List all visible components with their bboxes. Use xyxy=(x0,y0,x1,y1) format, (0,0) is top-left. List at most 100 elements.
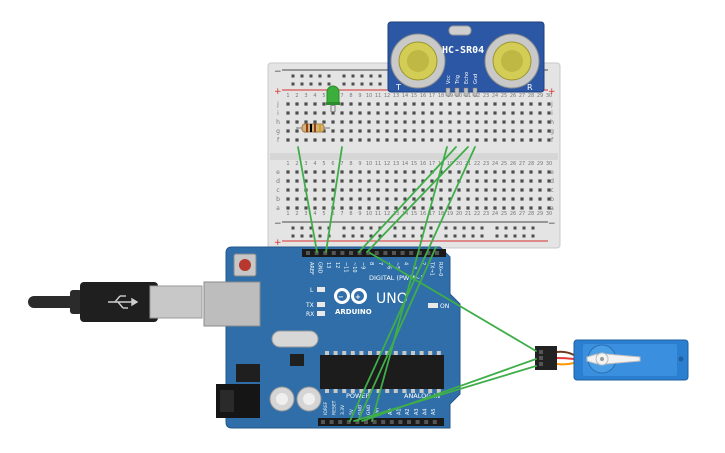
breadboard-hole xyxy=(394,138,398,142)
column-number: 25 xyxy=(501,93,507,99)
breadboard-hole xyxy=(376,188,380,192)
row-letter: g xyxy=(550,128,554,135)
breadboard-hole xyxy=(349,138,353,142)
column-number: 4 xyxy=(313,93,316,99)
column-number: 24 xyxy=(492,211,498,217)
usb-cable[interactable] xyxy=(28,282,203,322)
header-hole xyxy=(400,251,405,255)
arduino-model-text: UNO xyxy=(376,291,408,307)
column-number: 10 xyxy=(366,161,372,167)
breadboard-hole xyxy=(529,129,533,133)
chip-leg xyxy=(368,351,372,355)
breadboard-hole xyxy=(511,102,515,106)
breadboard-hole xyxy=(295,120,299,124)
resistor[interactable] xyxy=(296,123,330,133)
main-holes xyxy=(286,102,551,210)
breadboard-hole xyxy=(421,170,425,174)
column-number: 29 xyxy=(537,93,543,99)
breadboard-hole xyxy=(313,120,317,124)
breadboard-hole xyxy=(322,206,326,210)
breadboard-hole xyxy=(394,170,398,174)
breadboard-hole xyxy=(547,138,551,142)
rail-hole xyxy=(309,74,313,78)
column-number: 4 xyxy=(313,161,316,167)
header-hole xyxy=(355,420,360,424)
breadboard-hole xyxy=(304,120,308,124)
column-number: 9 xyxy=(358,93,361,99)
breadboard-hole xyxy=(448,188,452,192)
column-number: 13 xyxy=(393,211,399,217)
breadboard-hole xyxy=(430,206,434,210)
rail-hole xyxy=(309,82,313,86)
arduino-infinity-logo xyxy=(334,288,367,304)
led[interactable] xyxy=(326,85,340,112)
rail-hole xyxy=(291,226,295,230)
header-hole xyxy=(372,420,377,424)
breadboard-hole xyxy=(466,129,470,133)
led-body xyxy=(326,85,340,105)
breadboard-hole xyxy=(529,170,533,174)
column-number: 19 xyxy=(447,211,453,217)
digital-pin-label: ~5 xyxy=(394,262,400,269)
breadboard-hole xyxy=(421,206,425,210)
row-letter: d xyxy=(550,178,554,185)
breadboard-hole xyxy=(286,111,290,115)
rail-hole xyxy=(360,234,364,238)
breadboard-hole xyxy=(538,120,542,124)
breadboard-hole xyxy=(457,102,461,106)
chip-leg xyxy=(385,351,390,355)
header-hole xyxy=(323,251,328,255)
column-number: 7 xyxy=(340,93,343,99)
breadboard-hole xyxy=(340,120,344,124)
column-number: 18 xyxy=(438,93,444,99)
column-number: 22 xyxy=(474,161,480,167)
breadboard-hole xyxy=(448,206,452,210)
column-number: 15 xyxy=(411,93,417,99)
row-letter: e xyxy=(550,169,554,176)
breadboard-hole xyxy=(367,179,371,183)
rail-hole xyxy=(318,226,322,230)
breadboard-hole xyxy=(475,120,479,124)
breadboard-hole xyxy=(430,179,434,183)
wire-vcc-sensor xyxy=(371,146,448,422)
breadboard-hole xyxy=(385,170,389,174)
rail-hole xyxy=(309,234,313,238)
column-number: 29 xyxy=(537,161,543,167)
servo-motor[interactable] xyxy=(535,339,689,381)
breadboard-hole xyxy=(484,197,488,201)
power-pin-label: IOREF xyxy=(323,401,329,415)
breadboard-hole xyxy=(313,170,317,174)
column-number: 14 xyxy=(402,161,408,167)
rail-minus-label-top-left: − xyxy=(274,67,282,77)
breadboard-hole xyxy=(529,138,533,142)
power-pin-label: Vin xyxy=(375,408,381,415)
column-number: 27 xyxy=(519,161,525,167)
servo-wire-orange xyxy=(556,362,575,366)
breadboard-hole xyxy=(358,120,362,124)
rail-plus-label-top-left: + xyxy=(274,87,282,97)
resistor-band-3 xyxy=(314,124,316,132)
breadboard-hole xyxy=(484,129,488,133)
breadboard-hole xyxy=(475,170,479,174)
rail-hole xyxy=(393,226,397,230)
column-number: 11 xyxy=(375,161,381,167)
breadboard-hole xyxy=(322,120,326,124)
rail-hole xyxy=(342,234,346,238)
breadboard-hole xyxy=(538,197,542,201)
wire-echo-1 xyxy=(366,146,469,253)
header-hole xyxy=(357,251,362,255)
rail-hole xyxy=(291,82,295,86)
chip-leg xyxy=(419,351,424,355)
center-channel xyxy=(270,153,558,160)
breadboard-hole xyxy=(367,111,371,115)
header-hole xyxy=(366,251,371,255)
sensor-pin xyxy=(463,87,469,97)
rail-hole xyxy=(522,226,526,230)
column-number: 6 xyxy=(331,161,334,167)
chip-leg xyxy=(402,389,407,393)
header-hole xyxy=(338,420,343,424)
breadboard-hole xyxy=(511,197,515,201)
